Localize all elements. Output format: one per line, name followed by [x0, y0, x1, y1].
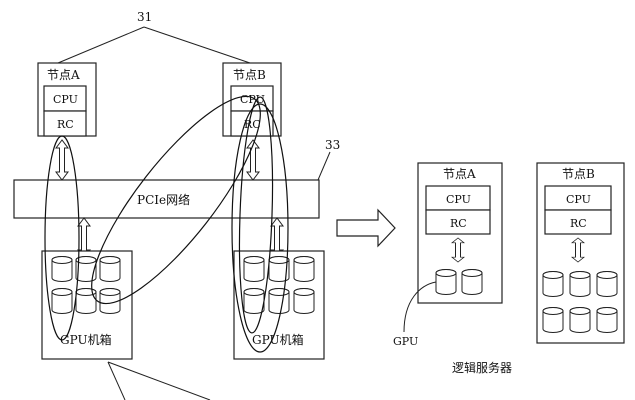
left-node-b-rc-box: [230, 110, 274, 137]
gpu-cylinder: [569, 307, 591, 333]
ref-label-31: 31: [137, 10, 152, 24]
right-node-a-rc-box: [425, 209, 491, 235]
gpu-box-right-label: GPU机箱: [252, 332, 304, 347]
left-node-b-label: 节点B: [233, 68, 266, 82]
grouping-ellipse-cross: [91, 95, 261, 305]
right-node-b-cpu-label: CPU: [566, 193, 591, 206]
gpu-cylinder: [99, 256, 121, 282]
pcie-network-label: PCIe网络: [137, 192, 190, 207]
gpu-cylinder: [569, 271, 591, 297]
gpu-cylinder: [75, 288, 97, 314]
right-node-a-cpu-label: CPU: [446, 193, 471, 206]
gpu-callout-line: [403, 281, 437, 333]
grouping-ellipse-node-b-inner: [238, 96, 274, 334]
gpu-cylinder: [596, 271, 618, 297]
right-node-b-rc-label: RC: [570, 217, 587, 230]
right-node-b-rc-box: [544, 209, 612, 235]
gpu-cylinder: [243, 256, 265, 282]
bottom-line-right: [107, 361, 211, 400]
gpu-cylinder: [243, 288, 265, 314]
ref-line-33: [317, 151, 331, 181]
gpu-cylinder: [461, 269, 483, 295]
gpu-cylinder: [542, 307, 564, 333]
ref-label-33: 33: [325, 138, 340, 152]
gpu-cylinder: [268, 288, 290, 314]
left-node-a-rc-box: [43, 110, 87, 137]
left-node-a-label: 节点A: [47, 68, 80, 82]
gpu-cylinder: [293, 256, 315, 282]
gpu-callout-label: GPU: [393, 335, 418, 348]
right-node-b-cpu-box: [544, 185, 612, 211]
gpu-cylinder: [293, 288, 315, 314]
right-node-a-cpu-box: [425, 185, 491, 211]
ref-line-31-left: [57, 26, 145, 64]
gpu-box-left-label: GPU机箱: [60, 332, 112, 347]
gpu-cylinder: [542, 271, 564, 297]
right-node-a-label: 节点A: [443, 167, 476, 181]
right-node-a-rc-label: RC: [450, 217, 467, 230]
grouping-ellipse-node-b-outer: [231, 103, 289, 353]
gpu-cylinder: [51, 256, 73, 282]
arrow-node-a-to-pcie: [55, 139, 69, 181]
gpu-cylinder: [596, 307, 618, 333]
left-node-a-rc-label: RC: [57, 118, 74, 131]
left-node-a-cpu-label: CPU: [53, 93, 78, 106]
right-node-b-label: 节点B: [562, 167, 595, 181]
transition-arrow: [336, 208, 396, 248]
pcie-network-bar: [13, 179, 320, 219]
ref-line-31-right: [143, 26, 251, 64]
gpu-cylinder: [435, 269, 457, 295]
gpu-cylinder: [51, 288, 73, 314]
logical-server-caption: 逻辑服务器: [452, 360, 512, 375]
grouping-ellipse-node-a: [44, 135, 80, 341]
bottom-line-left: [107, 361, 126, 400]
